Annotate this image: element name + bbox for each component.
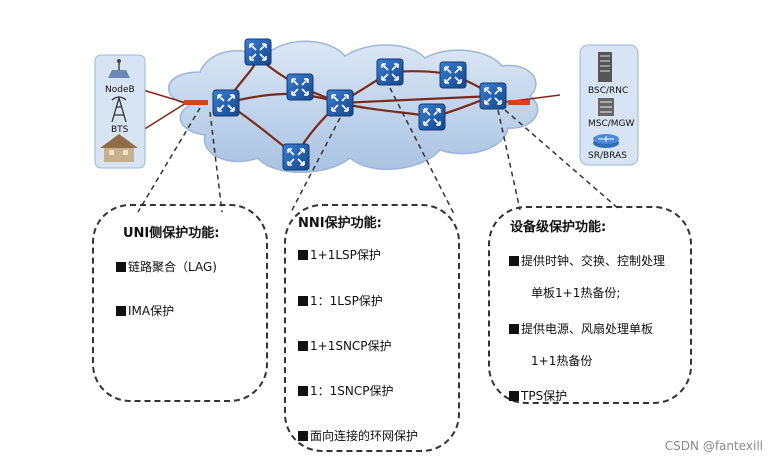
router-icon — [282, 143, 310, 171]
nni-box-title: NNI保护功能: — [298, 216, 382, 231]
uni-protection-box — [92, 204, 268, 402]
router-icon — [244, 38, 272, 66]
msc-server-icon — [598, 98, 614, 116]
nodeb-label: NodeB — [105, 85, 135, 95]
bullet-square-icon — [298, 250, 308, 260]
nni-item: 1+1SNCP保护 — [298, 337, 392, 354]
right-access-port — [508, 100, 530, 105]
msc-label: MSC/MGW — [588, 119, 635, 129]
router-icon — [418, 103, 446, 131]
nni-item: 面向连接的环网保护 — [298, 427, 418, 444]
building-icon — [100, 134, 138, 162]
bsc-label: BSC/RNC — [588, 86, 629, 96]
router-icon — [479, 82, 507, 110]
router-icon — [376, 58, 404, 86]
bts-label: BTS — [111, 125, 129, 135]
bullet-square-icon — [116, 262, 126, 272]
bts-icon — [111, 95, 127, 123]
device-item-continuation: 1+1热备份 — [531, 354, 593, 368]
device-item-continuation: 单板1+1热备份; — [531, 286, 621, 300]
uni-item: IMA保护 — [116, 302, 174, 319]
bullet-square-icon — [509, 324, 519, 334]
uni-box-title: UNI侧保护功能: — [123, 226, 220, 241]
nni-item: 1+1LSP保护 — [298, 246, 381, 263]
device-protection-box — [488, 206, 692, 404]
uni-item: 链路聚合（LAG) — [116, 258, 217, 275]
watermark: CSDN @fantexill — [664, 439, 763, 453]
router-icon — [286, 73, 314, 101]
device-item: 提供时钟、交换、控制处理 — [509, 252, 665, 269]
bullet-square-icon — [509, 256, 519, 266]
bullet-square-icon — [509, 391, 519, 401]
bullet-square-icon — [298, 386, 308, 396]
sr-label: SR/BRAS — [588, 151, 627, 161]
left-device-panel — [94, 54, 146, 169]
nni-item: 1：1LSP保护 — [298, 292, 383, 309]
bullet-square-icon — [116, 306, 126, 316]
bullet-square-icon — [298, 431, 308, 441]
nni-item: 1：1SNCP保护 — [298, 382, 393, 399]
sr-router-icon — [593, 134, 619, 148]
router-icon — [326, 89, 354, 117]
bullet-square-icon — [298, 341, 308, 351]
left-access-port — [184, 100, 208, 105]
bullet-square-icon — [298, 296, 308, 306]
nodeb-icon — [108, 59, 130, 78]
bsc-server-icon — [598, 52, 612, 82]
router-icon — [439, 61, 467, 89]
device-box-title: 设备级保护功能: — [510, 220, 607, 235]
router-icon — [212, 89, 240, 117]
nni-protection-box — [284, 204, 460, 452]
device-item: TPS保护 — [509, 387, 567, 404]
callout-connectors — [137, 87, 621, 217]
device-item: 提供电源、风扇处理单板 — [509, 320, 653, 337]
